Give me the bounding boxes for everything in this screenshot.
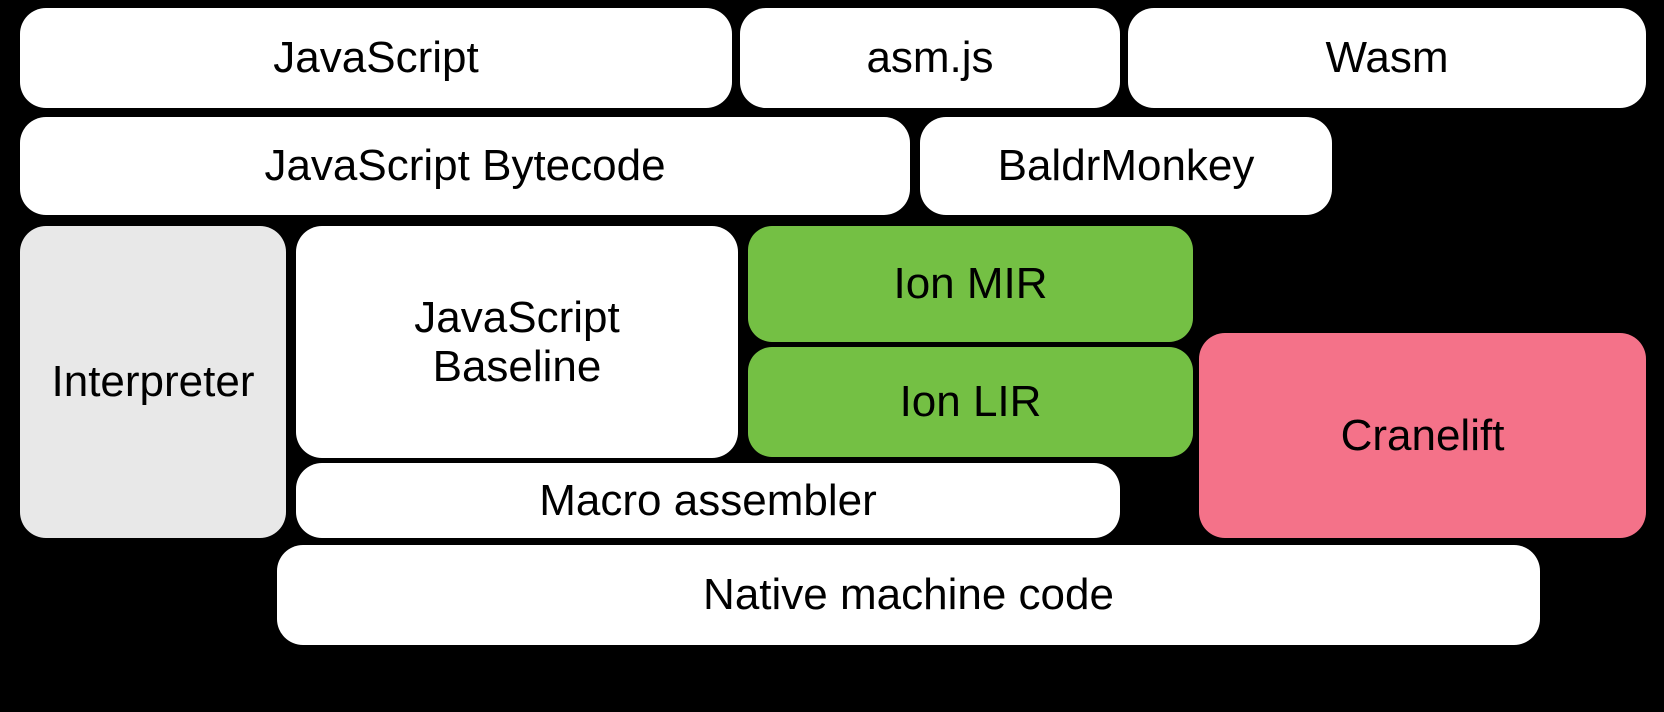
- node-macro-assembler: Macro assembler: [296, 463, 1120, 538]
- node-wasm: Wasm: [1128, 8, 1646, 108]
- node-javascript-baseline: JavaScript Baseline: [296, 226, 738, 458]
- node-baldrmonkey: BaldrMonkey: [920, 117, 1332, 215]
- node-ion-lir: Ion LIR: [748, 347, 1193, 457]
- node-javascript-bytecode: JavaScript Bytecode: [20, 117, 910, 215]
- node-interpreter: Interpreter: [20, 226, 286, 538]
- node-native-machine-code: Native machine code: [277, 545, 1540, 645]
- node-cranelift: Cranelift: [1199, 333, 1646, 538]
- node-asm-js: asm.js: [740, 8, 1120, 108]
- node-javascript: JavaScript: [20, 8, 732, 108]
- node-ion-mir: Ion MIR: [748, 226, 1193, 342]
